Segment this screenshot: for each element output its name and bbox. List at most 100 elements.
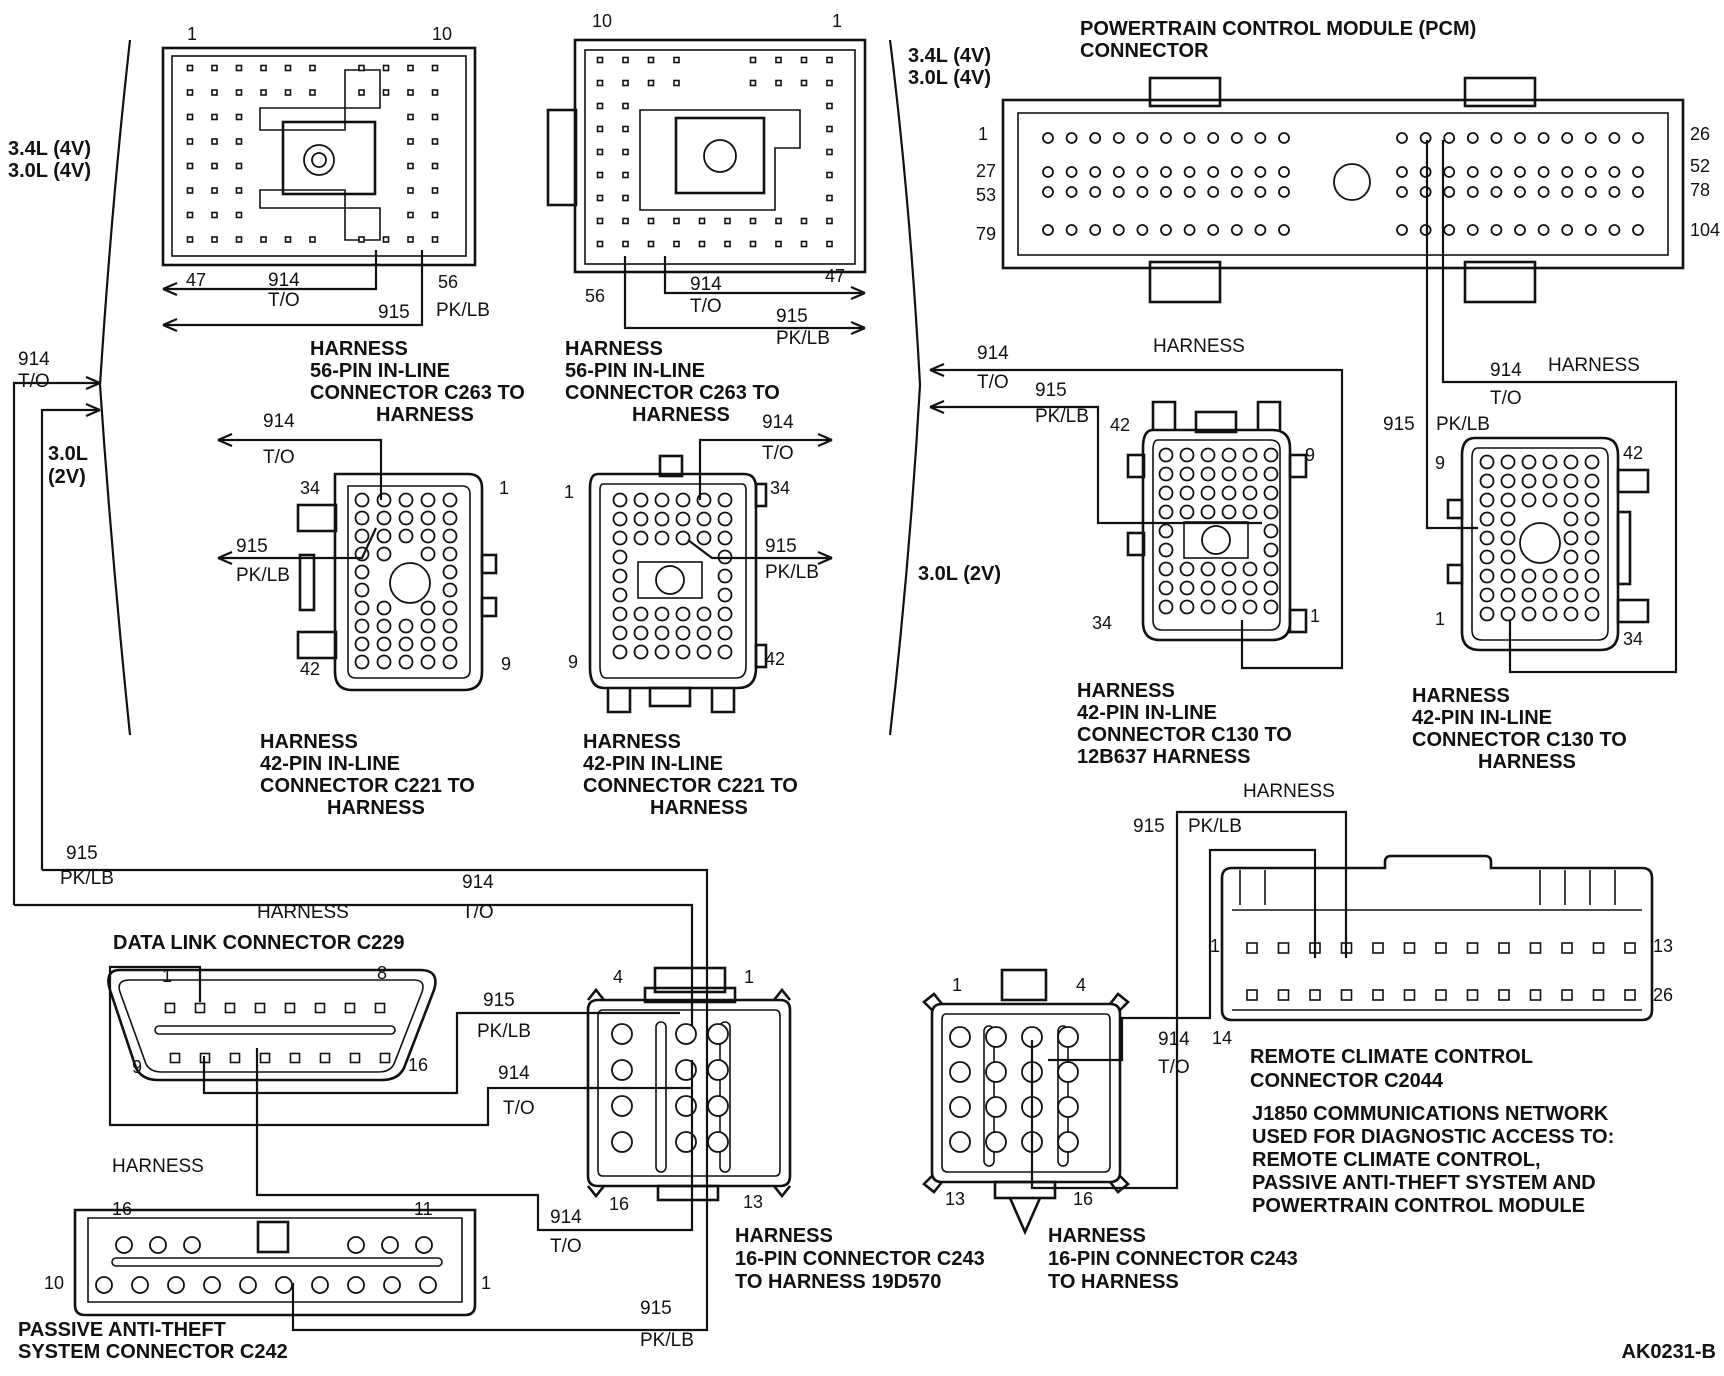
c130a-center-bolt — [1201, 525, 1231, 555]
c130b-caption: HARNESS 42-PIN IN-LINE CONNECTOR C130 TO… — [1412, 685, 1627, 773]
pin-socket — [1057, 1131, 1079, 1153]
pin-terminal — [374, 1002, 386, 1014]
c243b-rib-1 — [983, 1025, 995, 1167]
c263a-915-number: 915 — [378, 302, 410, 323]
pin-terminal — [431, 138, 439, 145]
pin-socket — [1563, 568, 1579, 584]
pats-pin-16-label: 16 — [112, 1199, 132, 1219]
pin-socket — [1200, 485, 1216, 501]
pin-socket — [1221, 504, 1237, 520]
pin-socket — [654, 625, 670, 641]
c243a-top-latch — [653, 966, 727, 994]
dlc-914-color: T/O — [503, 1098, 535, 1119]
pin-socket — [1263, 447, 1279, 463]
c221b-pin-9-label: 9 — [568, 652, 578, 672]
pin-socket — [442, 654, 458, 670]
pin-socket — [1089, 224, 1102, 236]
pin-terminal — [647, 217, 655, 225]
pcm-pin-field — [1042, 132, 1644, 236]
pin-socket — [717, 625, 733, 641]
pin-terminal — [826, 125, 833, 133]
pin-socket — [1207, 166, 1220, 178]
c243a-top-latch-base — [643, 986, 737, 1004]
pin-socket — [1500, 511, 1516, 527]
c130b-lock — [1616, 510, 1632, 586]
pin-terminal — [284, 64, 292, 72]
bus-915-left — [40, 408, 100, 870]
pin-socket — [1500, 492, 1516, 508]
pin-terminal — [289, 1052, 301, 1064]
engine-label-left-2v-a: 3.0L — [48, 443, 88, 465]
c243b-caption-3: TO HARNESS — [1048, 1271, 1179, 1293]
rcc-connector-c2044: HARNESS 1 13 14 26 915 PK/LB 914 T/O REM… — [1030, 781, 1673, 1190]
pin-socket — [1042, 166, 1054, 178]
pin-socket — [1396, 186, 1408, 198]
pin-socket — [1500, 568, 1516, 584]
pcm-inner-shell — [1017, 112, 1669, 256]
c243b-bottom-key — [993, 1180, 1057, 1200]
c243b-pin-4-label: 4 — [1076, 975, 1086, 995]
pin-socket — [654, 492, 670, 508]
pin-socket — [1563, 492, 1579, 508]
pats-inner — [87, 1217, 463, 1303]
c130b-914-run — [1441, 140, 1678, 674]
c263a-inner-shell — [171, 55, 467, 257]
c221a-915-number: 915 — [236, 536, 268, 557]
c221a-tab-1 — [296, 503, 338, 533]
c243b-pin-16-label: 16 — [1073, 1189, 1093, 1209]
pin-terminal — [673, 217, 680, 225]
pin-socket — [1419, 224, 1432, 236]
pin-socket — [1500, 587, 1516, 603]
pin-terminal — [1529, 989, 1542, 1001]
pin-terminal — [622, 240, 629, 248]
pin-socket — [949, 1096, 971, 1118]
c263b-pin-10-label: 10 — [592, 11, 612, 31]
pin-terminal — [186, 89, 194, 96]
pin-terminal — [186, 187, 194, 194]
pin-socket — [707, 1131, 729, 1153]
pin-terminal — [622, 125, 629, 133]
left-brace — [98, 39, 132, 736]
pin-terminal — [1340, 989, 1353, 1001]
pin-terminal — [673, 240, 680, 248]
rcc-pin-1-label: 1 — [1210, 936, 1220, 956]
pin-socket — [1537, 186, 1550, 198]
pin-socket — [1065, 132, 1078, 144]
c243a-inner — [597, 1009, 781, 1177]
c221-captions: HARNESS 42-PIN IN-LINE CONNECTOR C221 TO… — [260, 731, 798, 819]
dlc-pin-1-label: 1 — [162, 966, 172, 986]
pin-terminal — [284, 89, 292, 96]
c221b-center-bolt — [655, 565, 685, 595]
c263a-915-tap — [163, 250, 424, 327]
c263a-pin-field — [186, 64, 439, 243]
c243b-pin-13-label: 13 — [945, 1189, 965, 1209]
pin-socket — [1632, 186, 1644, 198]
pin-socket — [696, 530, 712, 546]
pin-socket — [1136, 132, 1149, 144]
c130a-right-tab-2 — [1288, 608, 1308, 634]
pin-terminal — [407, 187, 414, 194]
c263b-caption-3: CONNECTOR C263 TO — [565, 382, 780, 404]
pin-terminal — [211, 187, 218, 194]
c263b-914-number: 914 — [690, 274, 722, 295]
pin-socket — [1065, 186, 1078, 198]
pin-terminal — [169, 1052, 181, 1064]
c130a-caption-1: HARNESS — [1077, 680, 1175, 702]
bus-914-color: T/O — [462, 902, 494, 923]
c130a-914-arrow — [929, 362, 945, 378]
pin-socket — [1179, 504, 1195, 520]
pin-socket — [1179, 580, 1195, 596]
pin-socket — [1183, 166, 1196, 178]
pin-socket — [633, 511, 649, 527]
bus-915-to-c243 — [42, 868, 709, 1010]
c243a-corners — [586, 987, 792, 1199]
c263b-914-tap — [663, 256, 865, 295]
pin-terminal — [314, 1002, 326, 1014]
pin-socket — [949, 1026, 971, 1048]
pin-socket — [1042, 224, 1054, 236]
c243a-915-to-pats — [291, 1010, 709, 1332]
c221a-lock — [298, 553, 316, 612]
pin-socket — [420, 618, 436, 634]
c221-connector-b: 1 34 9 42 — [564, 454, 790, 714]
pin-socket — [1263, 542, 1279, 558]
